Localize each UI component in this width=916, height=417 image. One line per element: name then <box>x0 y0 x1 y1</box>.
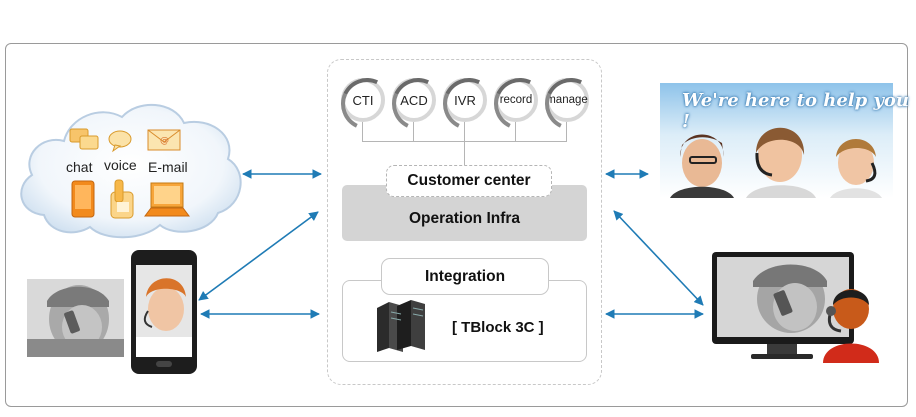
help-banner-text: We're here to help you ! <box>682 90 910 132</box>
smartphone-icon <box>71 180 95 218</box>
connector-manage <box>566 122 567 142</box>
smartphone-agent-photo <box>131 250 197 374</box>
person-on-phone-photo <box>27 279 124 357</box>
module-acd: ACD <box>392 78 436 122</box>
monitor-agent-photo <box>712 252 879 363</box>
connector-acd <box>413 122 414 142</box>
center-panel <box>327 59 602 385</box>
module-record: record <box>494 78 538 122</box>
customer-center-label: Customer center <box>407 172 531 189</box>
module-ivr: IVR <box>443 78 487 122</box>
email-icon: @ <box>147 129 181 151</box>
phone-handset-icon <box>110 179 134 219</box>
server-icon <box>377 300 425 352</box>
operation-infra-label: Operation Infra <box>408 210 521 227</box>
laptop-icon <box>144 182 190 217</box>
connector-record <box>515 122 516 142</box>
svg-text:@: @ <box>160 136 169 146</box>
connector-cti <box>362 122 363 142</box>
support-team-photo <box>660 83 893 198</box>
customer-center-box: Customer center <box>386 165 552 197</box>
integration-label: Integration <box>424 267 506 285</box>
voice-label: voice <box>104 157 137 173</box>
module-cti: CTI <box>341 78 385 122</box>
arrow-center-monitor-diagonal <box>613 210 704 306</box>
integration-box: Integration <box>381 258 549 295</box>
email-label: E-mail <box>148 159 188 175</box>
module-manage: manage <box>545 78 589 122</box>
tblock-label: [ TBlock 3C ] <box>452 319 544 336</box>
voice-bubble-icon <box>108 130 132 153</box>
chat-icon <box>69 128 99 150</box>
chat-label: chat <box>66 159 93 175</box>
arrow-phone-center-diagonal <box>198 211 319 301</box>
connector-ivr <box>464 122 465 165</box>
